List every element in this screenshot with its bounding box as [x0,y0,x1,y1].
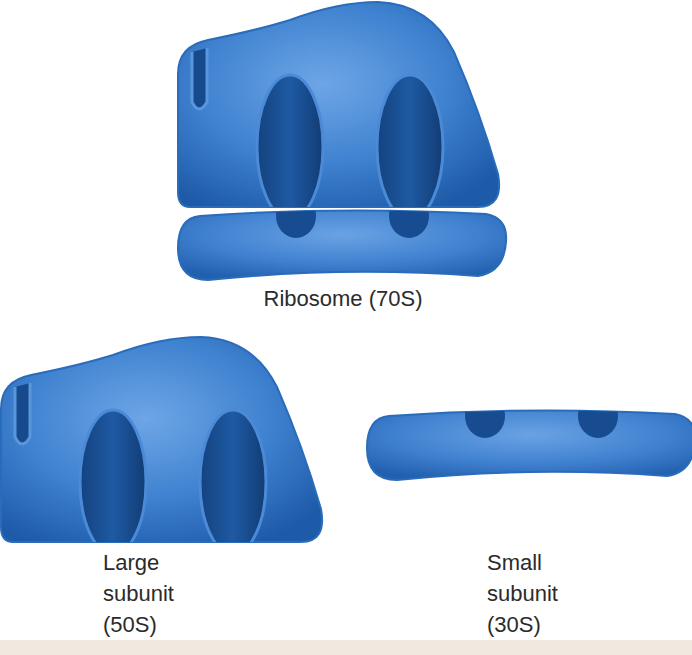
large-subunit-in-ribosome [178,2,499,219]
bottom-band [0,640,692,655]
large-subunit [1,337,322,554]
ribosome-label: Ribosome (70S) [213,283,473,314]
small-subunit [367,394,692,480]
subunit-label: Large subunit (50S) [103,547,213,640]
subunit-label: Small subunit (30S) [487,547,597,640]
small-subunit-in-ribosome [178,194,506,280]
